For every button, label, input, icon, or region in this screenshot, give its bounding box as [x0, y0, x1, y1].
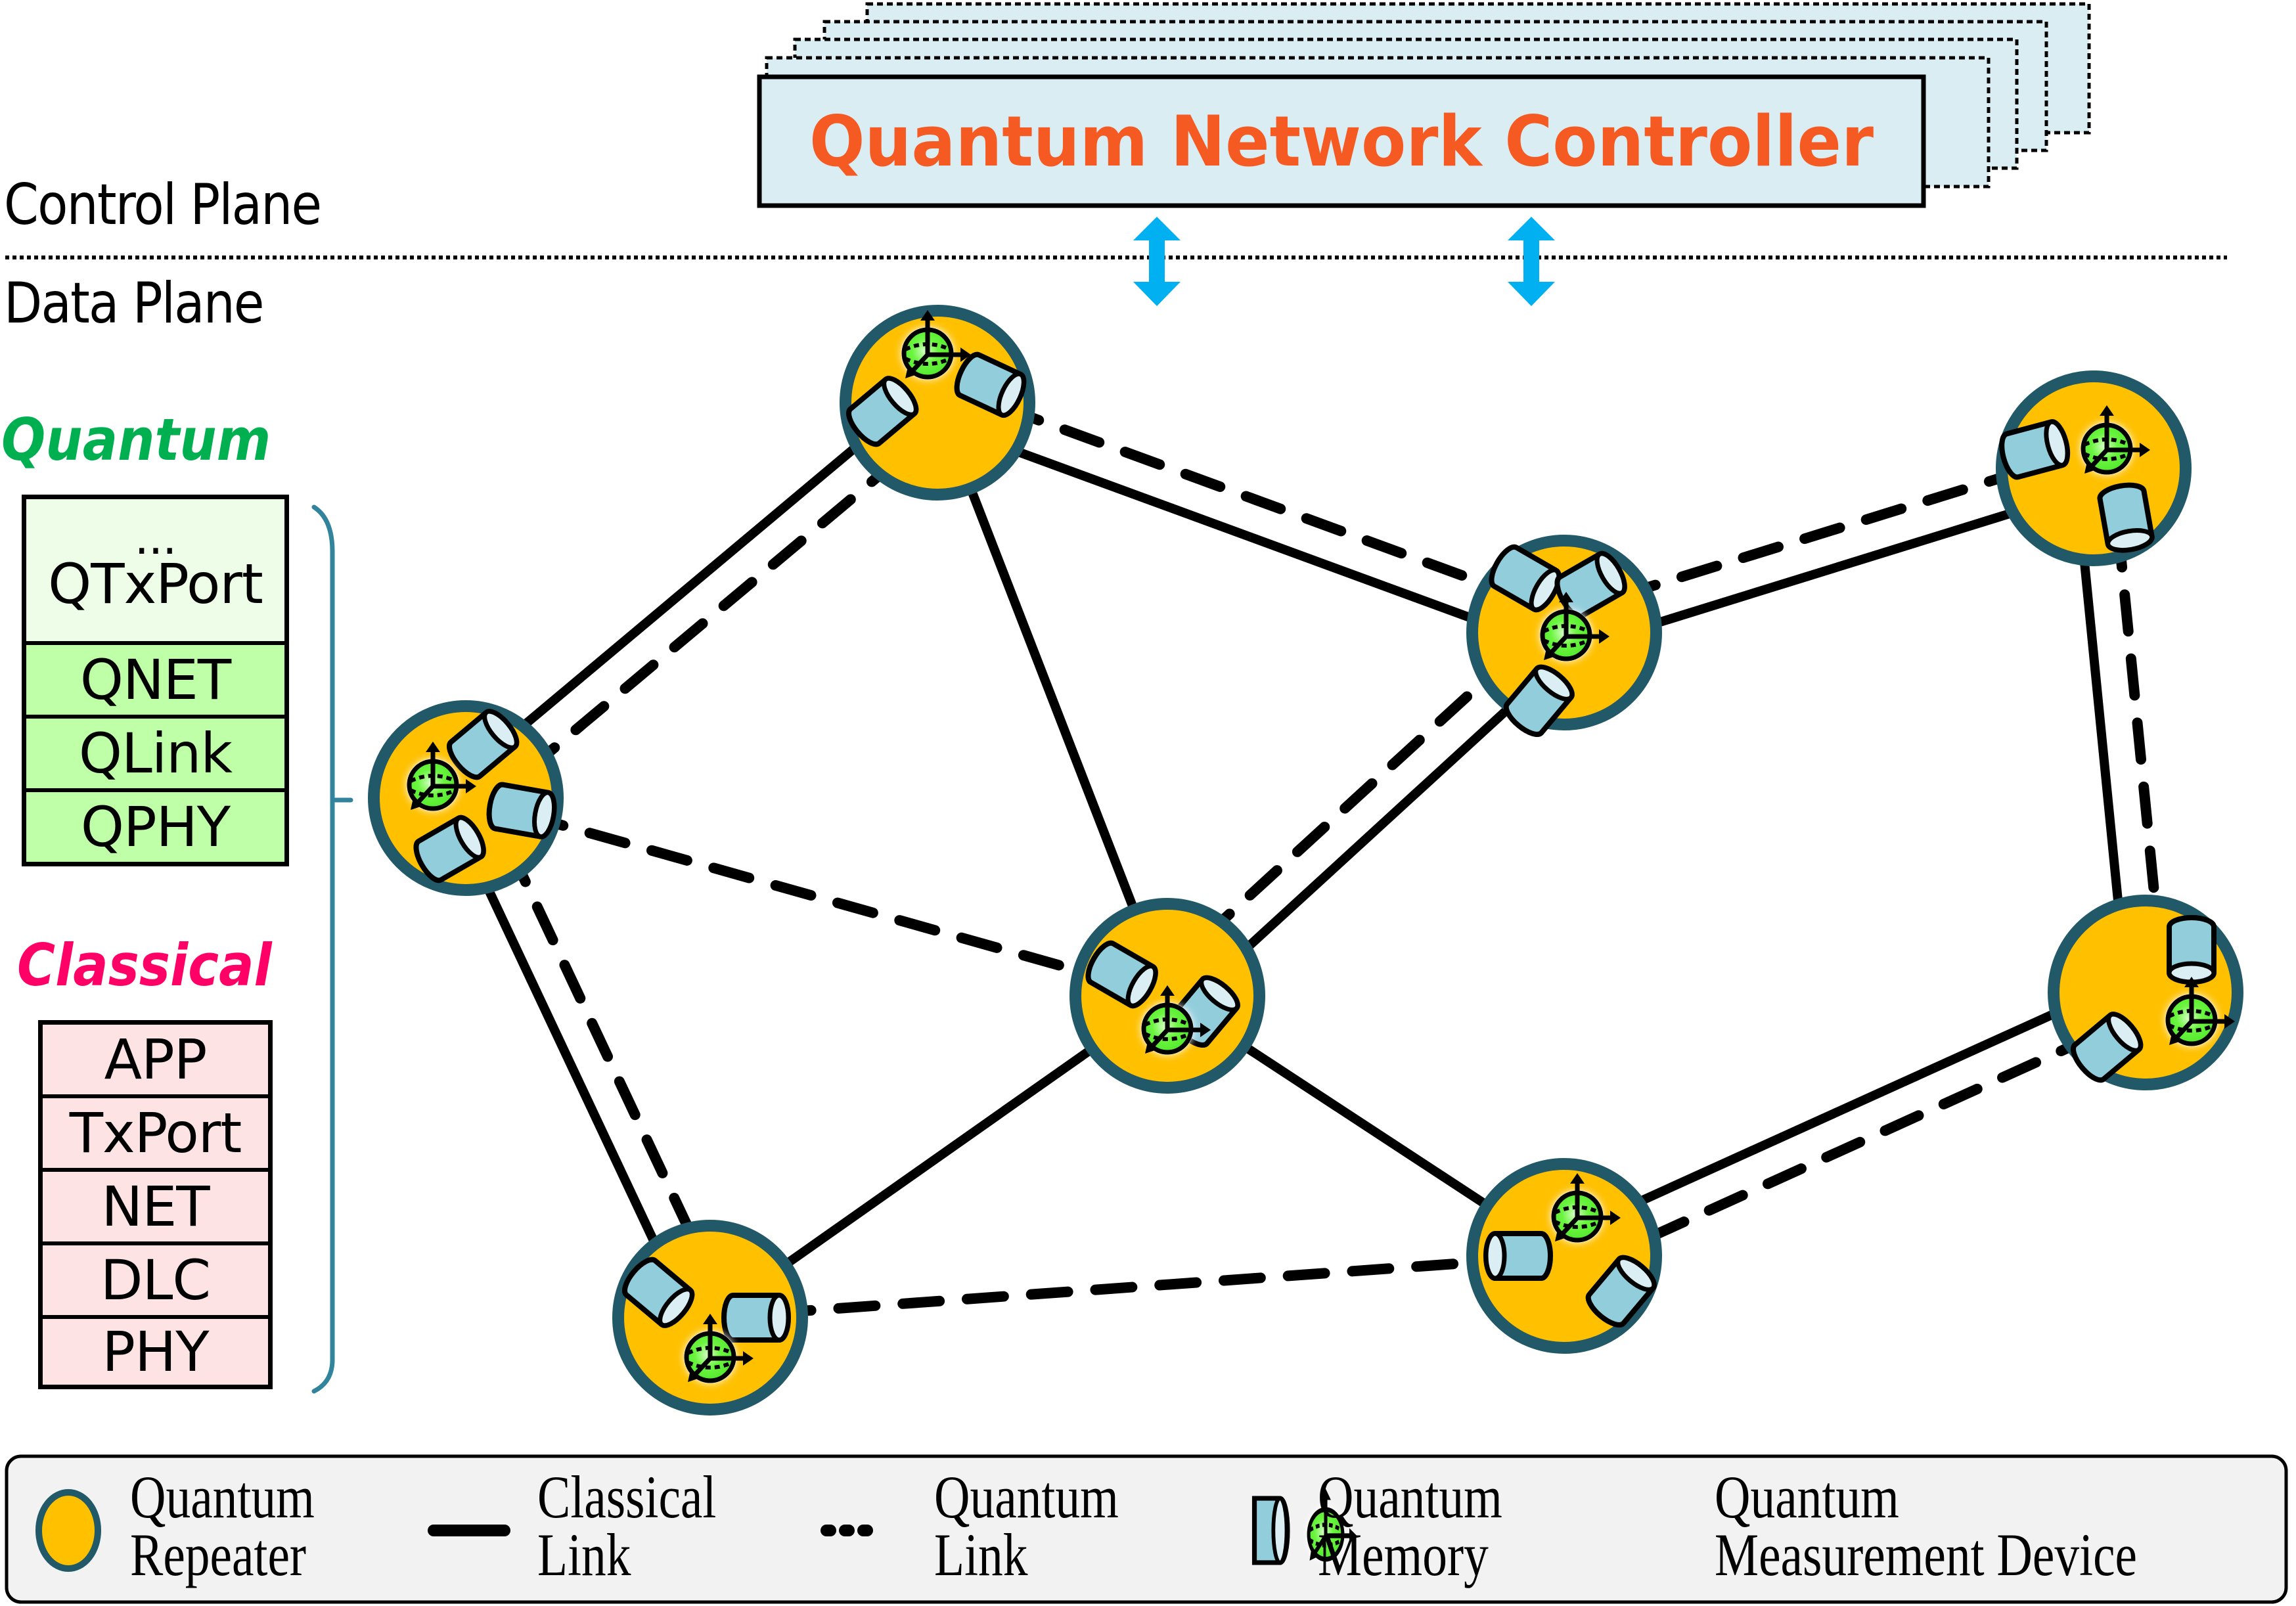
quantum-stack-title: Quantum — [1, 406, 271, 474]
legend-label-line1: Quantum — [1715, 1463, 1899, 1530]
quantum-repeater-node[interactable] — [2048, 895, 2243, 1090]
control-arrow — [1133, 217, 1555, 306]
double-arrow-icon — [1508, 217, 1555, 306]
quantum-link — [461, 793, 1173, 1001]
quantum-repeater-node[interactable] — [1466, 1158, 1662, 1354]
quantum-repeater-node[interactable] — [368, 700, 564, 896]
legend-label-line2: Measurement Device — [1715, 1521, 2138, 1588]
legend-label-line2: Link — [537, 1521, 631, 1588]
controller-label: Quantum Network Controller — [809, 101, 1874, 182]
quantum-memory-icon — [486, 783, 557, 838]
quantum-network-controller[interactable] — [757, 74, 1926, 208]
legend-label-line1: Quantum — [1318, 1463, 1502, 1530]
legend-label-line2: Repeater — [130, 1521, 307, 1588]
quantum-link — [472, 411, 955, 818]
legend-item-quantum-link: Quantum Link — [934, 1463, 1119, 1588]
legend-item-quantum-repeater: Quantum Repeater — [130, 1463, 315, 1588]
quantum-memory-icon — [2098, 482, 2153, 553]
quantum-layer-ellipsis: ... — [134, 511, 177, 565]
links-layer — [445, 380, 2169, 1327]
quantum-memory-icon — [1486, 1234, 1550, 1278]
classical-layer-dlc: DLC — [43, 1245, 268, 1319]
legend-item-quantum-measurement-device: Quantum Measurement Device — [1715, 1463, 2138, 1588]
double-arrow-icon — [1133, 217, 1181, 306]
classical-link — [933, 401, 1172, 998]
classical-layer-phy: PHY — [43, 1319, 268, 1385]
quantum-layer-qlink: QLink — [26, 719, 284, 792]
classical-stack-title: Classical — [17, 931, 272, 999]
quantum-protocol-stack: ... QTxPort QNET QLink QPHY — [22, 495, 289, 866]
classical-link — [1554, 971, 2140, 1243]
controller-stack: Quantum Network Controller — [757, 2, 2091, 208]
legend-item-quantum-memory: Quantum Memory — [1318, 1463, 1502, 1588]
stack-bracket — [311, 504, 353, 1394]
legend-quantum-repeater-icon — [35, 1489, 101, 1572]
legend-item-classical-link: Classical Link — [537, 1463, 717, 1588]
nodes-layer — [368, 305, 2243, 1416]
legend-label-line2: Memory — [1318, 1521, 1489, 1588]
quantum-repeater-node[interactable] — [612, 1220, 808, 1416]
control-plane-label: Control Plane — [4, 172, 322, 238]
quantum-repeater-node[interactable] — [1466, 535, 1662, 740]
quantum-link — [705, 1251, 1569, 1323]
quantum-layer-upper: ... QTxPort — [26, 499, 284, 645]
quantum-layer-qnet: QNET — [26, 645, 284, 719]
quantum-link — [1566, 1004, 2159, 1278]
classical-layer-net: NET — [43, 1172, 268, 1245]
legend-label-line2: Link — [934, 1521, 1028, 1588]
classical-layer-txport: TxPort — [43, 1098, 268, 1172]
classical-link — [451, 385, 929, 788]
quantum-repeater-node[interactable] — [1998, 370, 2192, 566]
quantum-repeater-node[interactable] — [1069, 898, 1265, 1094]
classical-link — [929, 415, 1560, 654]
data-plane-label: Data Plane — [4, 271, 264, 336]
quantum-link — [938, 380, 1576, 621]
quantum-layer-qtxport: QTxPort — [48, 552, 263, 616]
quantum-repeater-node[interactable] — [840, 305, 1035, 501]
legend-label-line1: Classical — [537, 1463, 717, 1530]
quantum-memory-icon — [2169, 918, 2214, 982]
classical-layer-app: APP — [43, 1025, 268, 1098]
quantum-memory-icon — [724, 1295, 788, 1340]
legend-box — [5, 1454, 2288, 1604]
legend-label-line1: Quantum — [934, 1463, 1119, 1530]
legend-label-line1: Quantum — [130, 1463, 315, 1530]
classical-protocol-stack: APP TxPort NET DLC PHY — [38, 1020, 273, 1389]
quantum-layer-qphy: QPHY — [26, 792, 284, 862]
legend-quantum-memory-icon — [1251, 1496, 1290, 1565]
